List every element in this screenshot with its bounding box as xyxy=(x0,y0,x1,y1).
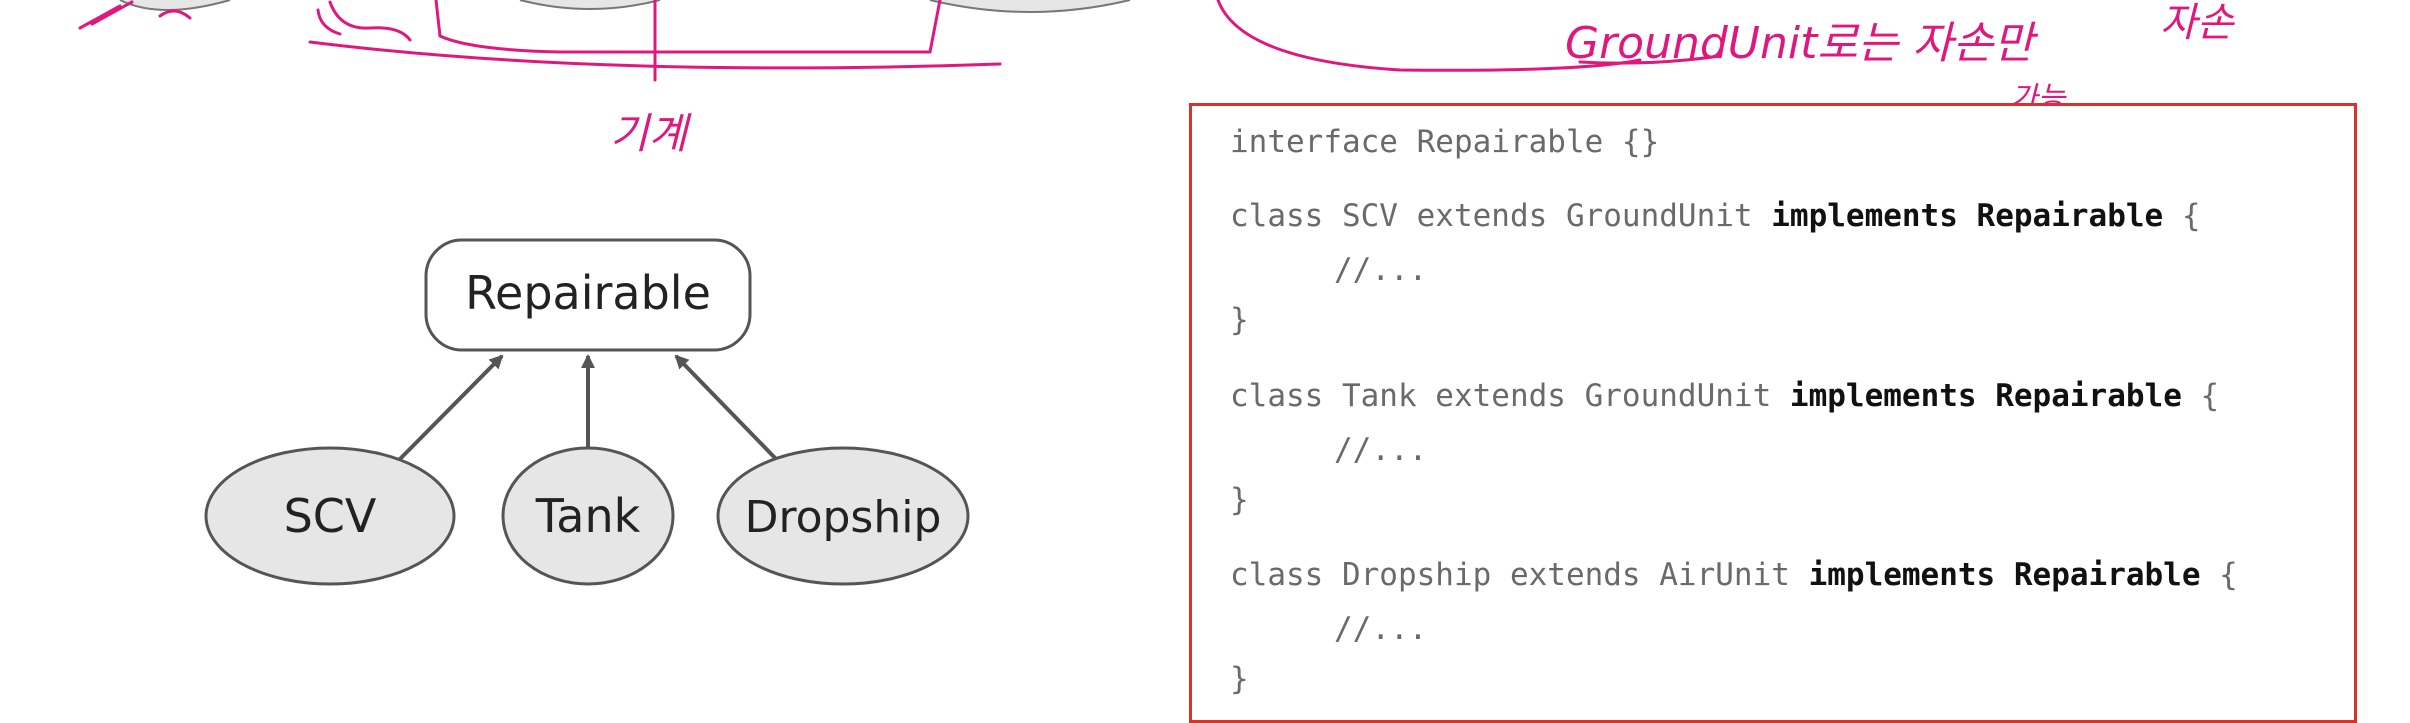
class-node-tank xyxy=(501,446,675,586)
cut-off-node-group xyxy=(119,0,1131,13)
cut-off-node-2 xyxy=(519,0,661,10)
code-class-tank-body: //... xyxy=(1334,432,1428,468)
hand-stroke-8 xyxy=(1216,0,1642,72)
cut-off-node-3 xyxy=(929,0,1131,13)
interface-node xyxy=(424,238,752,352)
class-node-tank-label: Tank xyxy=(535,489,641,543)
hand-stroke-5 xyxy=(434,0,942,54)
code-class-tank-close: } xyxy=(1230,482,1249,518)
class-node-scv xyxy=(204,446,456,586)
code-class-dropship-prefix: class Dropship extends AirUnit xyxy=(1230,557,1809,593)
handwritten-note-groundunit: GroundUnit로는 자손만 xyxy=(1565,18,2039,69)
hand-stroke-2 xyxy=(158,9,192,20)
code-class-tank-keyword: implements Repairable xyxy=(1789,378,2182,414)
code-interface-decl: interface Repairable {} xyxy=(1230,124,1660,160)
code-class-scv-suffix: { xyxy=(2163,198,2201,234)
code-class-dropship-suffix: { xyxy=(2200,557,2238,593)
handwritten-note-machine: 기계 xyxy=(610,109,693,158)
class-node-dropship xyxy=(716,446,970,586)
code-panel: interface Repairable {} class SCV extend… xyxy=(1189,103,2357,723)
code-class-scv-keyword: implements Repairable xyxy=(1771,198,2164,234)
class-node-scv-label: SCV xyxy=(284,489,377,543)
arrow-dropship-to-interface xyxy=(674,354,780,463)
code-class-scv-body: //... xyxy=(1334,252,1428,288)
handwritten-note-descendant: 자손 xyxy=(2160,0,2236,46)
hand-stroke-6 xyxy=(308,40,1002,70)
code-class-scv-prefix: class SCV extends GroundUnit xyxy=(1230,198,1772,234)
hand-stroke-9 xyxy=(1578,54,1722,65)
class-node-dropship-label: Dropship xyxy=(745,492,942,543)
interface-node-label: Repairable xyxy=(465,266,711,320)
code-class-dropship-keyword: implements Repairable xyxy=(1808,557,2201,593)
hand-stroke-4 xyxy=(316,8,342,36)
code-class-scv-close: } xyxy=(1230,302,1249,338)
cut-off-node-1 xyxy=(119,0,231,11)
code-class-tank-prefix: class Tank extends GroundUnit xyxy=(1230,378,1790,414)
code-class-dropship-body: //... xyxy=(1334,611,1428,647)
hand-stroke-3 xyxy=(328,0,412,42)
code-class-scv-decl: class SCV extends GroundUnit implements … xyxy=(1230,198,2201,234)
code-class-tank-suffix: { xyxy=(2181,378,2220,414)
handwritten-strokes xyxy=(78,0,1722,82)
hand-stroke-1 xyxy=(78,0,134,30)
code-class-dropship-close: } xyxy=(1230,661,1249,697)
code-class-tank-decl: class Tank extends GroundUnit implements… xyxy=(1230,378,2219,414)
code-class-dropship-decl: class Dropship extends AirUnit implement… xyxy=(1230,557,2238,593)
arrow-scv-to-interface xyxy=(396,354,504,463)
